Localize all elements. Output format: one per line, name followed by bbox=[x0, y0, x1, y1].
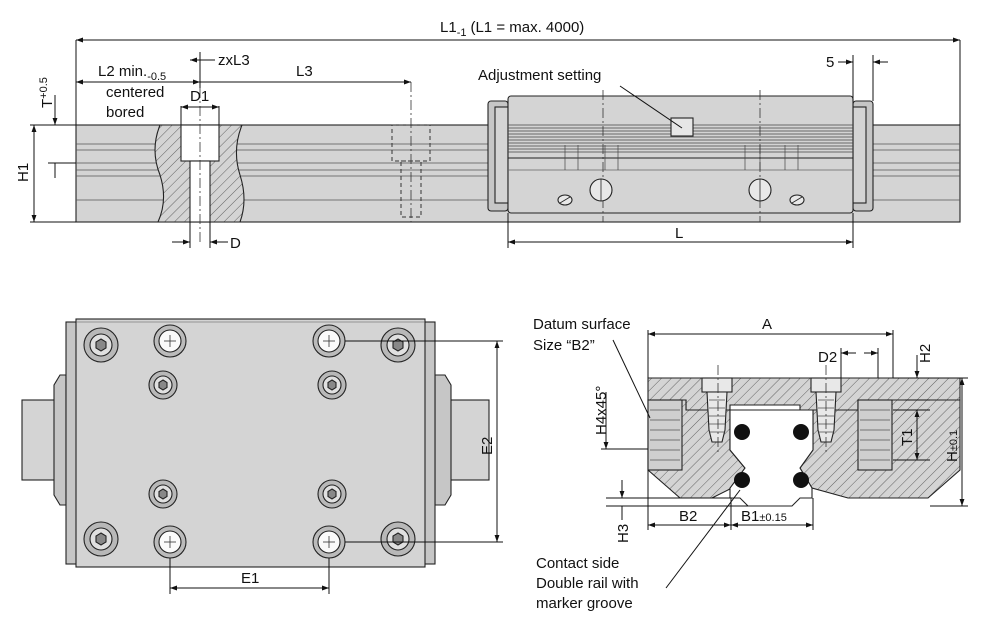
top-view-dimensions: L1-1(L1 = max. 4000) L2 min.-0.5 zxL3 L3… bbox=[15, 19, 961, 252]
cross-section-view bbox=[647, 365, 961, 507]
bored-label: bored bbox=[106, 104, 144, 121]
adjustment-screw bbox=[670, 117, 694, 137]
mounting-hole-br bbox=[312, 525, 346, 559]
adjustment-label: Adjustment setting bbox=[478, 67, 601, 84]
datum-label-1: Datum surface bbox=[533, 316, 631, 333]
d-label: D bbox=[230, 235, 241, 252]
h1-label: H1 bbox=[15, 163, 32, 182]
d1-label: D1 bbox=[190, 88, 209, 105]
e2-label: E2 bbox=[479, 437, 496, 455]
contact-label-1: Contact side bbox=[536, 555, 619, 572]
carriage-side-view bbox=[487, 90, 874, 222]
t-label: T+0.5 bbox=[38, 77, 56, 108]
centered-label: centered bbox=[106, 84, 164, 101]
h-label: H±0.1 bbox=[944, 430, 961, 462]
zxl3-label: zxL3 bbox=[218, 52, 250, 69]
h2-label: H2 bbox=[917, 344, 934, 363]
rail-side-view bbox=[75, 82, 961, 245]
contact-label-3: marker groove bbox=[536, 595, 633, 612]
cross-section-dimensions: A D2 H2 T1 H±0.1 H4x45° H3 bbox=[533, 316, 968, 612]
ball-bl bbox=[734, 472, 750, 488]
carriage-plan-view bbox=[21, 318, 490, 568]
datum-label-2: Size “B2” bbox=[533, 337, 595, 354]
e1-label: E1 bbox=[241, 570, 259, 587]
mounting-hole-tl bbox=[153, 324, 187, 358]
h4-label: H4x45° bbox=[593, 386, 610, 435]
l3-label: L3 bbox=[296, 63, 313, 80]
bolt-left bbox=[701, 377, 733, 443]
b2-label: B2 bbox=[679, 508, 697, 525]
corner-screw-bottom-right bbox=[380, 521, 416, 557]
carriage-plate bbox=[75, 318, 426, 568]
mounting-hole-bl bbox=[153, 525, 187, 559]
ball-tr bbox=[793, 424, 809, 440]
inner-screw-2 bbox=[317, 370, 347, 400]
b1-label: B1±0.15 bbox=[741, 508, 787, 525]
inner-screw-3 bbox=[148, 479, 178, 509]
seal-left bbox=[647, 399, 683, 471]
t1-label: T1 bbox=[899, 428, 916, 446]
inner-screw-1 bbox=[148, 370, 178, 400]
d2-label: D2 bbox=[818, 349, 837, 366]
mounting-hole-tr bbox=[312, 324, 346, 358]
a-label: A bbox=[762, 316, 772, 333]
h3-label: H3 bbox=[615, 524, 632, 543]
inner-screw-4 bbox=[317, 479, 347, 509]
rail-stub-right bbox=[444, 399, 490, 481]
five-label: 5 bbox=[826, 54, 834, 71]
contact-label-2: Double rail with bbox=[536, 575, 639, 592]
corner-screw-top-left bbox=[83, 327, 119, 363]
l2-label: L2 min.-0.5 bbox=[98, 63, 166, 83]
plan-view-dimensions: E2 E1 bbox=[169, 340, 503, 594]
ball-tl bbox=[734, 424, 750, 440]
l1-label: L1-1(L1 = max. 4000) bbox=[440, 19, 584, 39]
corner-screw-top-right bbox=[380, 327, 416, 363]
l-label: L bbox=[675, 225, 683, 242]
corner-screw-bottom-left bbox=[83, 521, 119, 557]
ball-br bbox=[793, 472, 809, 488]
seal-right bbox=[857, 399, 893, 471]
